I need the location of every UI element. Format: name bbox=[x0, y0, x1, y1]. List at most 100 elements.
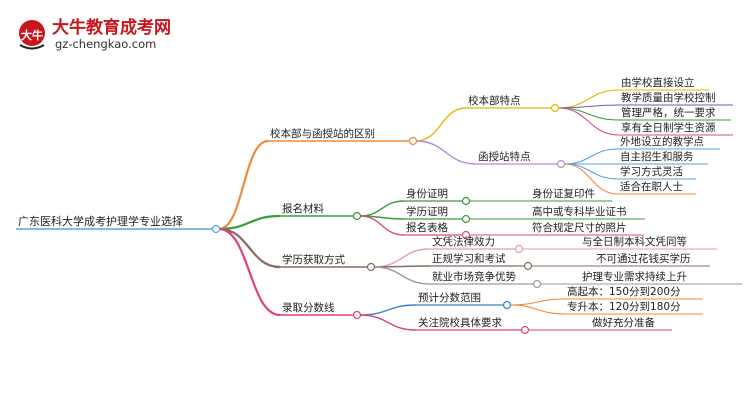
leaf-node-0-1-0[interactable]: 外地设立的教学点 bbox=[618, 135, 720, 150]
leaf-node-0-1-3-label: 适合在职人士 bbox=[620, 180, 683, 193]
edge-b2-c0 bbox=[373, 248, 431, 268]
nodes: 广东医科大学成考护理学专业选择 校本部与函授站的区别 校本部特点 由学校直接设立教学质… bbox=[16, 76, 742, 335]
child-node-3-0[interactable]: 预计分数范围 bbox=[416, 291, 504, 306]
child-collapse-handle-3-0[interactable] bbox=[502, 300, 512, 310]
child-node-2-2[interactable]: 就业市场竞争优势 bbox=[430, 270, 534, 285]
child-node-0-1[interactable]: 函授站特点 bbox=[476, 150, 558, 165]
branch-node-3[interactable]: 录取分数线 bbox=[280, 301, 354, 316]
child-node-2-1[interactable]: 正规学习和考试 bbox=[430, 252, 525, 267]
edge-root-b1 bbox=[218, 214, 281, 231]
edge-b0-c0-g3 bbox=[557, 107, 620, 136]
child-node-1-1[interactable]: 学历证明 bbox=[404, 205, 463, 220]
child-node-3-1[interactable]: 关注院校具体要求 bbox=[416, 316, 522, 331]
leaf-node-0-0-2[interactable]: 管理严格，统一要求 bbox=[619, 106, 731, 121]
branch-node-2[interactable]: 学历获取方式 bbox=[280, 253, 368, 268]
edge-b2-c2 bbox=[373, 266, 431, 285]
branch-node-1[interactable]: 报名材料 bbox=[280, 202, 354, 217]
leaf-node-0-1-2[interactable]: 学习方式灵活 bbox=[618, 165, 696, 180]
edge-b0-c1-g0 bbox=[563, 148, 619, 165]
child-collapse-handle-2-0[interactable] bbox=[514, 244, 524, 254]
root-node-label: 广东医科大学成考护理学专业选择 bbox=[18, 214, 183, 228]
child-collapse-handle-1-1[interactable] bbox=[461, 214, 471, 224]
branch-node-0-label: 校本部与函授站的区别 bbox=[270, 127, 375, 140]
edge-b3-c1 bbox=[359, 314, 417, 331]
leaf-node-0-1-0-label: 外地设立的教学点 bbox=[620, 135, 704, 148]
child-collapse-handle-0-1[interactable] bbox=[556, 159, 566, 169]
leaf-node-1-0-0[interactable]: 身份证复印件 bbox=[530, 187, 612, 202]
leaf-node-3-0-0[interactable]: 高起本：150分到200分 bbox=[565, 285, 703, 300]
branch-collapse-handle-1[interactable] bbox=[352, 211, 362, 221]
leaf-node-0-0-1-label: 教学质量由学校控制 bbox=[621, 91, 716, 104]
leaf-node-0-1-3[interactable]: 适合在职人士 bbox=[618, 180, 696, 195]
edge-b0-c0-g1 bbox=[557, 104, 620, 109]
logo-url: gz-chengkao.com bbox=[55, 37, 156, 51]
child-collapse-handle-1-2[interactable] bbox=[461, 230, 471, 240]
edge-b3-c0-g1 bbox=[509, 304, 566, 315]
child-node-0-0[interactable]: 校本部特点 bbox=[466, 94, 552, 109]
edge-b1-c0 bbox=[359, 200, 405, 217]
edge-b0-c0-g2 bbox=[557, 107, 620, 121]
leaf-node-1-2-0-label: 符合规定尺寸的照片 bbox=[532, 221, 627, 234]
child-node-0-1-label: 函授站特点 bbox=[478, 150, 531, 163]
leaf-node-0-1-1-label: 自主招生和服务 bbox=[620, 150, 694, 163]
bull-logo-icon: 大牛 bbox=[19, 20, 45, 50]
edge-b1-c2 bbox=[359, 215, 405, 236]
leaf-node-0-0-0[interactable]: 由学校直接设立 bbox=[619, 76, 709, 91]
edge-b0-c1-g2 bbox=[563, 163, 619, 180]
child-node-1-2[interactable]: 报名表格 bbox=[404, 221, 463, 236]
edge-b3-c0 bbox=[359, 304, 417, 316]
leaf-node-0-0-3[interactable]: 享有全日制学生资源 bbox=[619, 121, 733, 136]
leaf-node-2-1-0[interactable]: 不可通过花钱买学历 bbox=[594, 252, 710, 267]
branch-collapse-handle-0[interactable] bbox=[408, 136, 418, 146]
branch-node-3-label: 录取分数线 bbox=[282, 301, 335, 314]
edge-root-b0 bbox=[218, 139, 269, 231]
logo-title: 大牛教育成考网 bbox=[52, 17, 171, 38]
leaf-node-1-1-0[interactable]: 高中或专科毕业证书 bbox=[530, 205, 645, 220]
leaf-node-1-0-0-label: 身份证复印件 bbox=[532, 187, 595, 200]
leaf-node-1-1-0-label: 高中或专科毕业证书 bbox=[532, 205, 627, 218]
leaf-node-2-0-0[interactable]: 与全日制本科文凭同等 bbox=[580, 235, 717, 250]
child-node-3-0-label: 预计分数范围 bbox=[418, 291, 481, 304]
leaf-node-2-2-0-label: 护理专业需求持续上升 bbox=[582, 270, 687, 283]
child-node-2-0[interactable]: 文凭法律效力 bbox=[430, 235, 516, 250]
child-collapse-handle-3-1[interactable] bbox=[520, 325, 530, 335]
leaf-node-0-0-2-label: 管理严格，统一要求 bbox=[621, 106, 716, 119]
child-node-1-1-label: 学历证明 bbox=[406, 205, 448, 218]
branch-collapse-handle-3[interactable] bbox=[352, 310, 362, 320]
edge-b0-c0 bbox=[415, 107, 467, 142]
edges bbox=[218, 89, 620, 331]
leaf-node-3-1-0[interactable]: 做好充分准备 bbox=[590, 316, 672, 331]
root-collapse-handle[interactable] bbox=[211, 224, 221, 234]
edge-root-b3 bbox=[218, 227, 281, 317]
leaf-node-3-0-1-label: 专升本：120分到180分 bbox=[567, 300, 681, 313]
branch-collapse-handle-2[interactable] bbox=[366, 262, 376, 272]
leaf-node-0-0-3-label: 享有全日制学生资源 bbox=[621, 121, 716, 134]
child-collapse-handle-1-0[interactable] bbox=[461, 196, 471, 206]
child-node-3-1-label: 关注院校具体要求 bbox=[418, 316, 502, 329]
leaf-node-0-0-0-label: 由学校直接设立 bbox=[621, 76, 695, 89]
leaf-node-3-0-0-label: 高起本：150分到200分 bbox=[567, 285, 681, 298]
child-node-2-1-label: 正规学习和考试 bbox=[432, 252, 506, 265]
child-node-1-0-label: 身份证明 bbox=[406, 187, 448, 200]
leaf-node-1-2-0[interactable]: 符合规定尺寸的照片 bbox=[530, 221, 644, 236]
child-node-1-0[interactable]: 身份证明 bbox=[404, 187, 463, 202]
edge-b0-c1 bbox=[415, 140, 477, 165]
leaf-node-3-1-0-label: 做好充分准备 bbox=[592, 316, 655, 329]
leaf-node-2-1-0-label: 不可通过花钱买学历 bbox=[596, 252, 691, 265]
child-collapse-handle-2-1[interactable] bbox=[523, 261, 533, 271]
child-node-2-0-label: 文凭法律效力 bbox=[432, 235, 495, 248]
child-collapse-handle-0-0[interactable] bbox=[550, 103, 560, 113]
child-collapse-handle-2-2[interactable] bbox=[532, 279, 542, 289]
leaf-node-3-0-1[interactable]: 专升本：120分到180分 bbox=[565, 300, 703, 315]
child-node-2-2-label: 就业市场竞争优势 bbox=[432, 270, 516, 283]
leaf-node-2-2-0[interactable]: 护理专业需求持续上升 bbox=[580, 270, 742, 285]
logo-mark: 大牛 bbox=[21, 28, 43, 42]
root-node[interactable]: 广东医科大学成考护理学专业选择 bbox=[16, 214, 213, 230]
edge-root-b2 bbox=[218, 227, 281, 269]
branch-node-1-label: 报名材料 bbox=[282, 202, 324, 215]
leaf-node-0-0-1[interactable]: 教学质量由学校控制 bbox=[619, 91, 733, 106]
site-logo[interactable]: 大牛 大牛教育成考网 gz-chengkao.com bbox=[19, 17, 171, 51]
branch-node-0[interactable]: 校本部与函授站的区别 bbox=[268, 127, 410, 142]
leaf-node-0-1-1[interactable]: 自主招生和服务 bbox=[618, 150, 708, 165]
